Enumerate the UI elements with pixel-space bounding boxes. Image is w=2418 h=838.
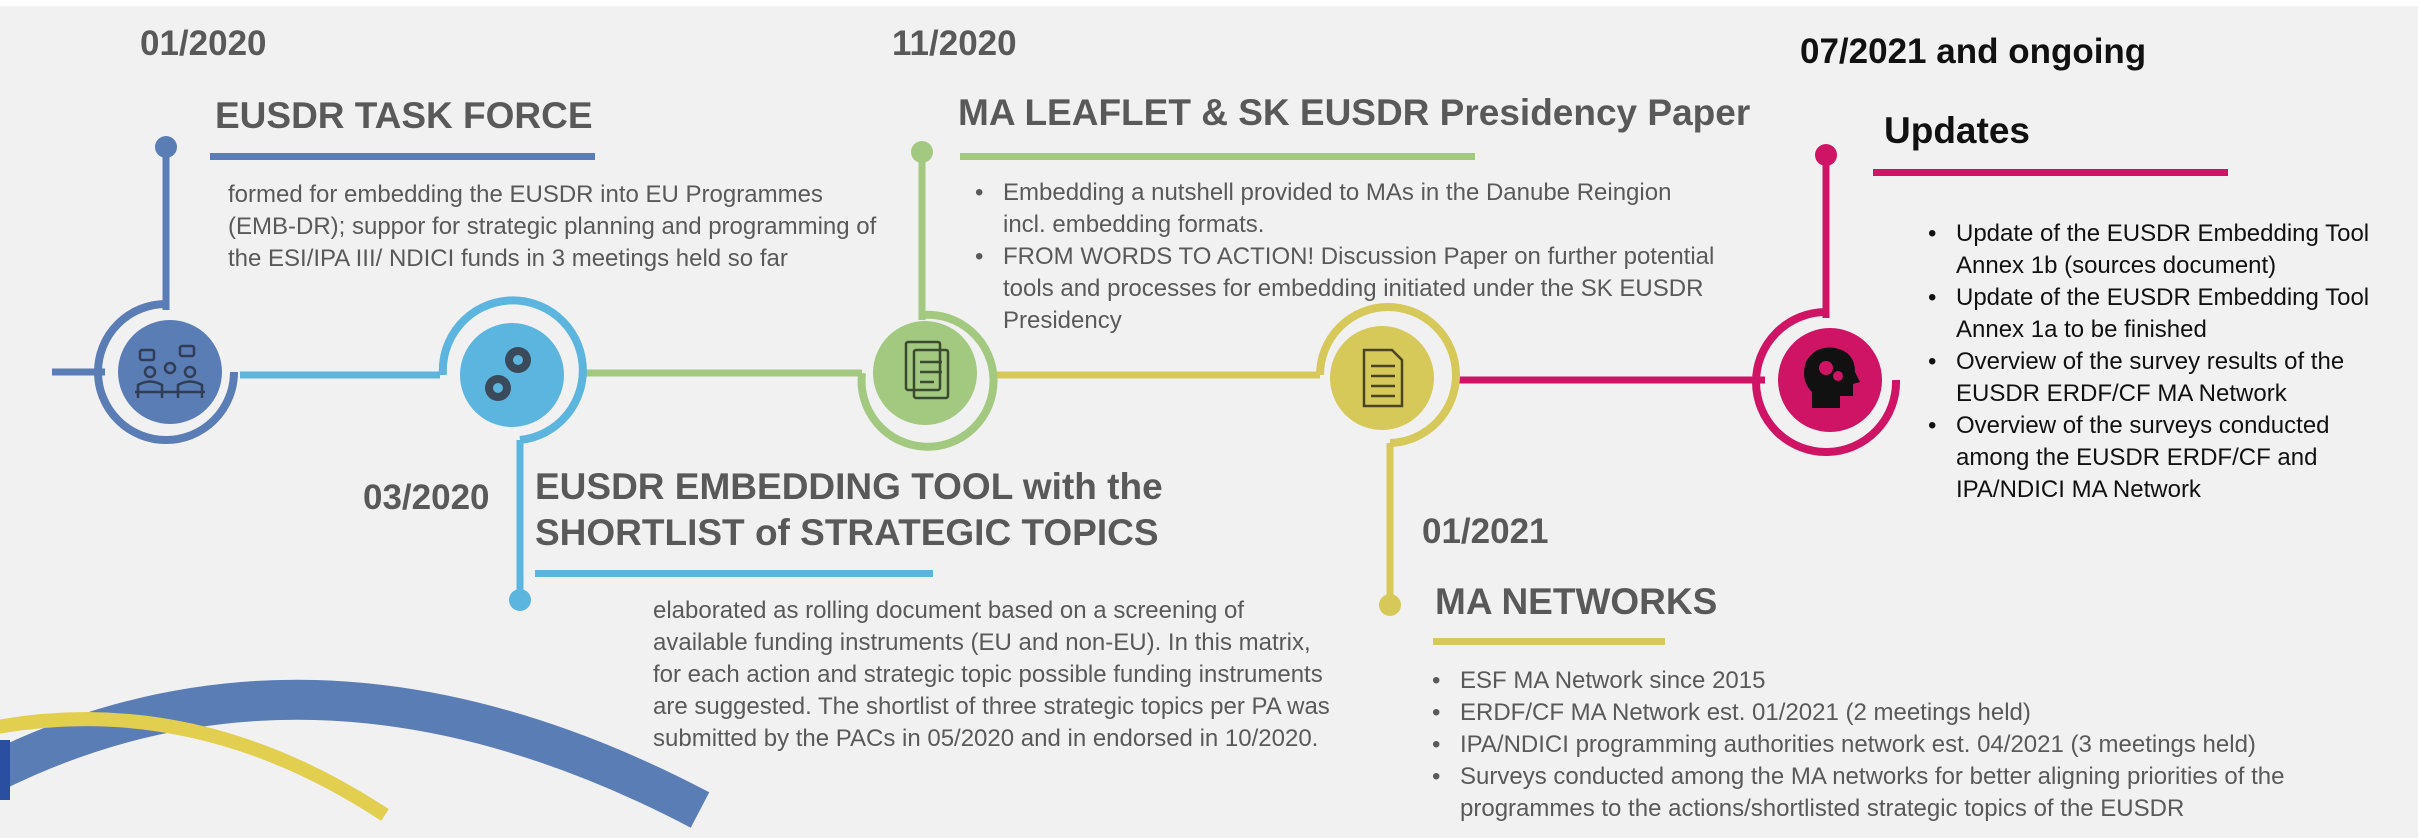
milestone-3-date: 11/2020 bbox=[892, 24, 1017, 63]
list-item: Update of the EUSDR Embedding Tool Annex… bbox=[1928, 218, 2388, 282]
stem-dot-2 bbox=[509, 589, 531, 611]
milestone-1-date: 01/2020 bbox=[140, 24, 267, 63]
decor-arc-yellow bbox=[0, 712, 389, 821]
list-item: IPA/NDICI programming authorities networ… bbox=[1432, 729, 2392, 761]
node-4 bbox=[1330, 326, 1434, 430]
milestone-5-date: 07/2021 and ongoing bbox=[1800, 32, 2147, 71]
milestone-5-bullets: Update of the EUSDR Embedding Tool Annex… bbox=[1928, 218, 2388, 506]
list-item: FROM WORDS TO ACTION! Discussion Paper o… bbox=[975, 241, 1715, 337]
milestone-3-bullets: Embedding a nutshell provided to MAs in … bbox=[975, 177, 1715, 337]
milestone-3-underline bbox=[960, 153, 1475, 160]
milestone-2-title: EUSDR EMBEDDING TOOL with the SHORTLIST … bbox=[535, 466, 1163, 553]
milestone-3-title: MA LEAFLET & SK EUSDR Presidency Paper bbox=[958, 92, 1751, 133]
milestone-5-title: Updates bbox=[1884, 110, 2030, 151]
list-item: ERDF/CF MA Network est. 01/2021 (2 meeti… bbox=[1432, 697, 2392, 729]
ring-3 bbox=[857, 310, 998, 451]
milestone-1-description: formed for embedding the EUSDR into EU P… bbox=[228, 181, 877, 272]
stem-dot-4 bbox=[1379, 594, 1401, 616]
documents-check-icon bbox=[904, 340, 950, 400]
stem-dot-1 bbox=[155, 136, 177, 158]
milestone-4-bullets: ESF MA Network since 2015 ERDF/CF MA Net… bbox=[1432, 665, 2392, 825]
list-item: Surveys conducted among the MA networks … bbox=[1432, 761, 2392, 825]
decor-left-block bbox=[0, 740, 10, 800]
list-item: Update of the EUSDR Embedding Tool Annex… bbox=[1928, 282, 2388, 346]
ring-1 bbox=[94, 300, 238, 444]
list-item: ESF MA Network since 2015 bbox=[1432, 665, 2392, 697]
list-item: Overview of the survey results of the EU… bbox=[1928, 346, 2388, 410]
stem-dot-5 bbox=[1815, 144, 1837, 166]
stem-dot-3 bbox=[911, 141, 933, 163]
document-icon bbox=[1362, 348, 1404, 408]
node-2 bbox=[460, 323, 564, 427]
milestone-1-underline bbox=[210, 153, 595, 160]
milestone-1-title: EUSDR TASK FORCE bbox=[215, 95, 593, 136]
list-item: Embedding a nutshell provided to MAs in … bbox=[975, 177, 1715, 241]
milestone-2-date: 03/2020 bbox=[363, 478, 490, 517]
list-item: Overview of the surveys conducted among … bbox=[1928, 410, 2388, 506]
meeting-people-icon bbox=[135, 344, 205, 398]
milestone-4-underline bbox=[1433, 638, 1665, 645]
head-gears-icon bbox=[1804, 347, 1860, 408]
ring-2 bbox=[438, 296, 587, 444]
milestone-5-underline bbox=[1873, 169, 2228, 176]
ring-5 bbox=[1752, 308, 1901, 456]
decor-arc-blue bbox=[0, 679, 710, 828]
milestone-4-date: 01/2021 bbox=[1422, 512, 1549, 551]
milestone-2-description: elaborated as rolling document based on … bbox=[653, 597, 1330, 752]
gears-icon bbox=[485, 347, 531, 401]
milestone-4-title: MA NETWORKS bbox=[1435, 581, 1718, 622]
milestone-2-underline bbox=[535, 570, 933, 577]
